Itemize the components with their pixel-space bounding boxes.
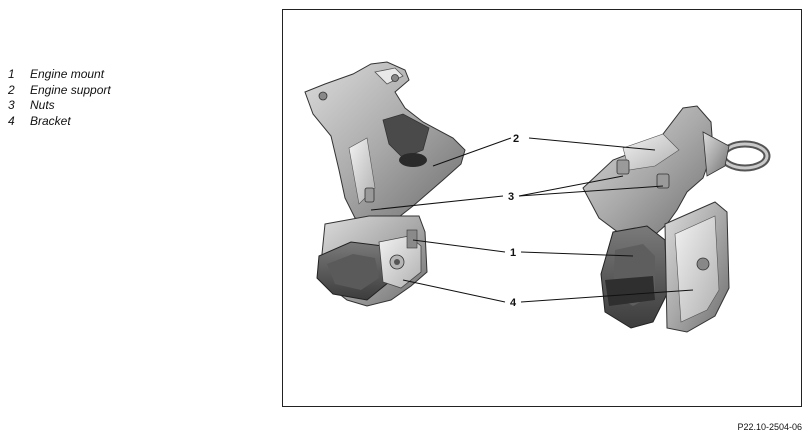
leader-line-3a [370, 195, 504, 211]
leader-line-2a [432, 137, 512, 167]
figure-reference-code: P22.10-2504-06 [737, 422, 802, 432]
right-nut-1 [616, 159, 630, 175]
legend-label: Engine mount [30, 67, 105, 81]
left-engine-support [304, 61, 466, 225]
legend-number: 1 [8, 67, 15, 81]
leader-line-2b [528, 137, 656, 151]
callout-2: 2 [513, 133, 519, 145]
callout-3: 3 [508, 191, 514, 203]
legend-item-engine-mount: 1 Engine mount [8, 67, 111, 83]
leader-line-4a [402, 279, 506, 303]
legend-label: Bracket [30, 113, 71, 128]
legend-label: Engine support [30, 82, 111, 97]
leader-line-4b [520, 289, 694, 303]
left-nut [364, 187, 375, 203]
legend-number: 2 [8, 82, 15, 97]
leader-line-3b [518, 175, 624, 197]
leader-line-3c [518, 185, 664, 197]
legend-number: 3 [8, 98, 15, 112]
legend: 1 Engine mount 2 Engine support 3 Nuts 4… [8, 67, 111, 129]
engine-mount-illustration: 2 3 1 4 [304, 61, 771, 333]
right-assembly [582, 105, 771, 333]
leader-lines [370, 137, 694, 303]
callout-4: 4 [510, 297, 517, 309]
leader-line-1b [520, 251, 634, 257]
right-nut-2 [656, 173, 670, 189]
legend-item-engine-support: 2 Engine support [8, 83, 111, 99]
left-assembly [304, 61, 466, 307]
legend-item-bracket: 4 Bracket [8, 114, 111, 130]
legend-item-nuts: 3 Nuts [8, 98, 111, 114]
leader-line-1a [412, 239, 506, 253]
callout-1: 1 [510, 247, 516, 259]
legend-number: 4 [8, 113, 15, 128]
figure-frame: 2 3 1 4 [282, 9, 802, 407]
legend-label: Nuts [30, 98, 55, 112]
